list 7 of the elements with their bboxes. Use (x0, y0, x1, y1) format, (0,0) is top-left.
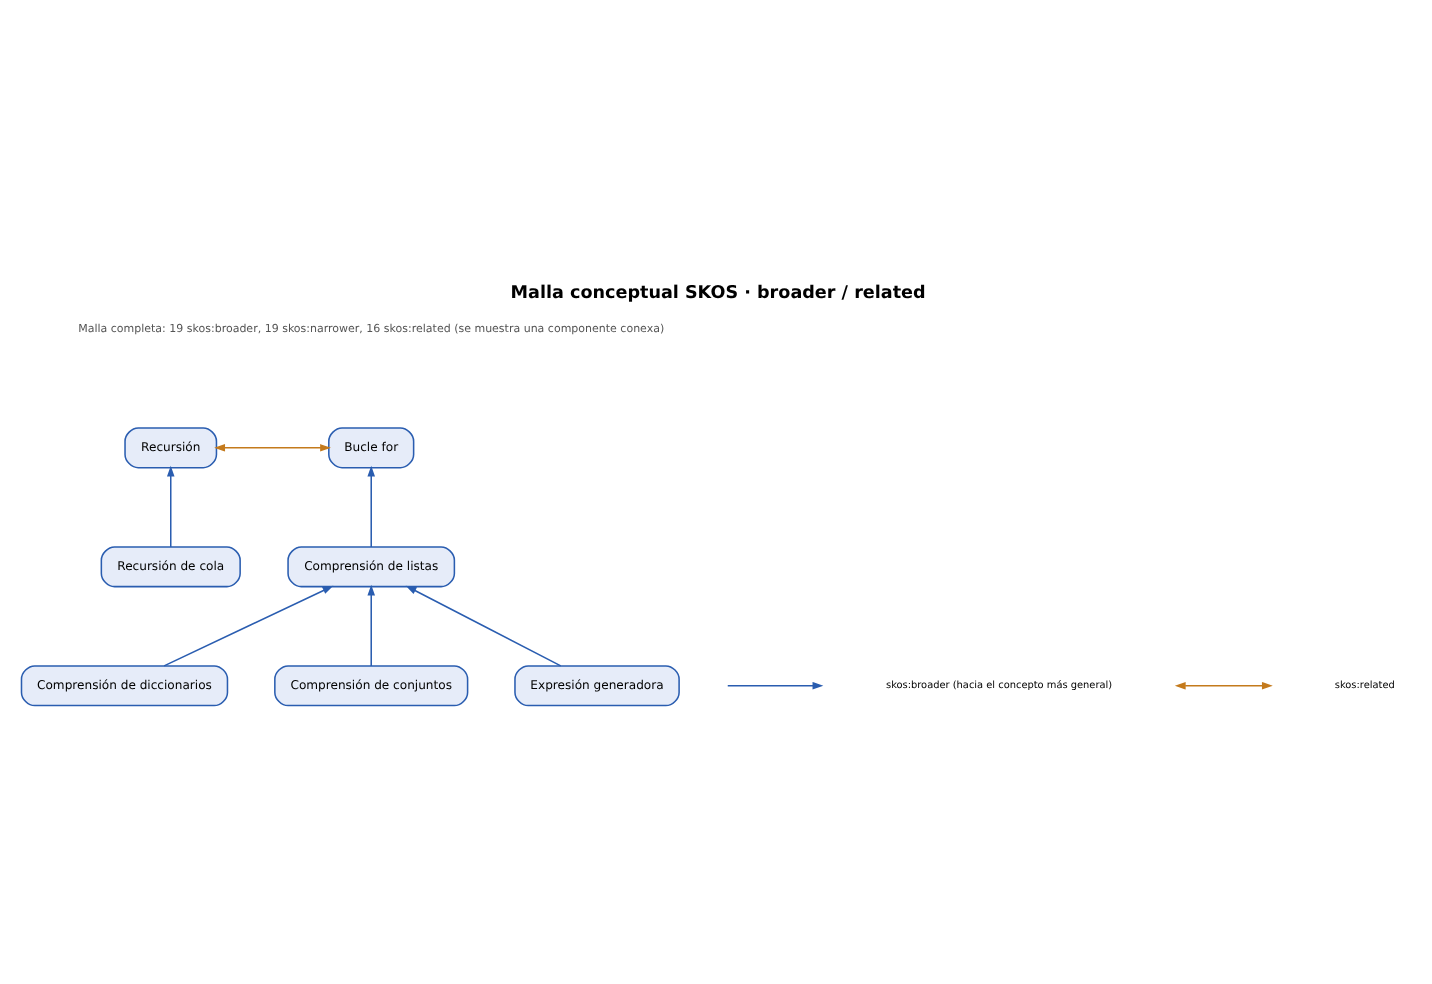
arrow (405, 584, 562, 666)
arrow (163, 584, 334, 666)
diagram-title: Malla conceptual SKOS · broader / related (510, 282, 926, 303)
arrow (214, 443, 331, 451)
arrow (166, 464, 175, 547)
arrow (367, 464, 375, 547)
arrow (367, 583, 375, 666)
